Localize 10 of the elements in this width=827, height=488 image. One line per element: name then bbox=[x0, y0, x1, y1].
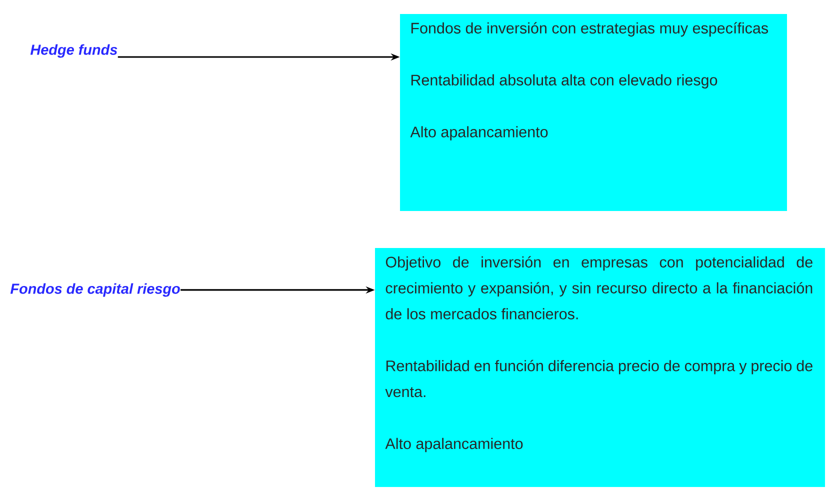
box-text: Objetivo de inversión en empresas con potencialidad de crecimiento y expansión, y sin recurso directo a la financiación de los mercados financieros. bbox=[386, 256, 812, 320]
box-text: Alto apalancamiento bbox=[385, 438, 523, 452]
box-text: Alto apalancamiento bbox=[410, 126, 548, 140]
category-label: Fondos de capital riesgo bbox=[10, 283, 180, 297]
text-box bbox=[400, 14, 787, 211]
box-text: Rentabilidad en función diferencia precio de compra y precio de venta. bbox=[385, 360, 812, 398]
box-text: Fondos de inversión con estrategias muy específicas bbox=[411, 22, 768, 37]
box-text: Rentabilidad absoluta alta con elevado riesgo bbox=[411, 74, 718, 88]
text-box bbox=[375, 248, 825, 487]
category-label: Hedge funds bbox=[30, 44, 118, 58]
